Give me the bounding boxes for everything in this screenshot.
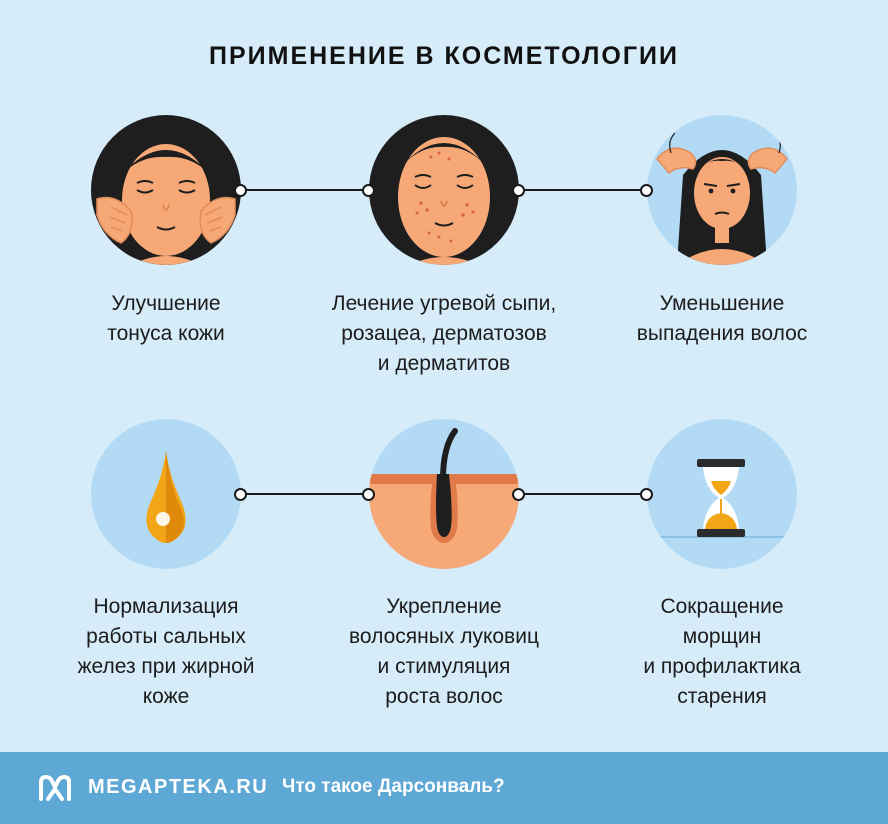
connector-dot: [512, 488, 525, 501]
hair-loss-icon: [647, 115, 797, 265]
connector-dot: [512, 184, 525, 197]
brand-name[interactable]: MEGAPTEKA.RU: [88, 776, 269, 798]
connector-dot: [234, 488, 247, 501]
face-acne-icon: [369, 115, 519, 265]
item-label: Лечение угревой сыпи,розацеа, дерматозов…: [331, 292, 557, 375]
footer-bar: MEGAPTEKA.RU Что такое Дарсонваль?: [0, 752, 888, 824]
connector-line: [240, 493, 368, 495]
connector-dot: [234, 184, 247, 197]
connector-dot: [640, 184, 653, 197]
connector-line: [518, 189, 646, 191]
oil-drop-icon: [91, 419, 241, 569]
connector-dot: [362, 488, 375, 501]
connector-dot: [362, 184, 375, 197]
connector-dot: [640, 488, 653, 501]
face-massage-icon: [91, 115, 241, 265]
connector-line: [240, 189, 368, 191]
hair-follicle-icon: [369, 419, 519, 569]
footer-tagline: Что такое Дарсонваль?: [282, 776, 505, 797]
hourglass-icon: [647, 419, 797, 569]
connector-line: [518, 493, 646, 495]
megapteka-logo-icon[interactable]: [38, 774, 72, 802]
page-title: ПРИМЕНЕНИЕ В КОСМЕТОЛОГИИ: [209, 42, 679, 70]
